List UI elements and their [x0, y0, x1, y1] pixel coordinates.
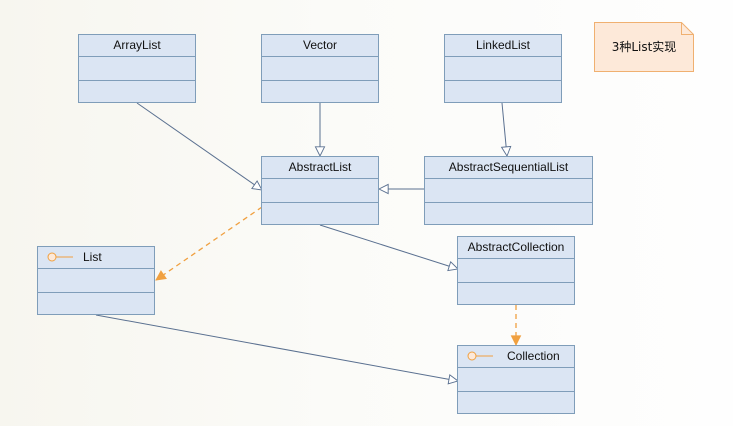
- operations-compartment: [38, 293, 154, 316]
- abstractlist-to-list-realization: [156, 206, 263, 280]
- class-name: Vector: [262, 35, 378, 57]
- class-abstractsequentiallist[interactable]: AbstractSequentialList: [424, 156, 593, 225]
- linkedlist-to-abstractsequentiallist-generalization: [502, 102, 507, 156]
- attributes-compartment: [38, 269, 154, 293]
- attributes-compartment: [425, 179, 592, 203]
- class-vector[interactable]: Vector: [261, 34, 379, 103]
- abstractlist-to-abstractcollection-generalization: [319, 224, 458, 269]
- note-shape: [594, 22, 694, 72]
- attributes-compartment: [262, 179, 378, 203]
- list-to-collection-generalization: [95, 314, 458, 381]
- interface-list[interactable]: List: [37, 246, 155, 315]
- class-linkedlist[interactable]: LinkedList: [444, 34, 562, 103]
- class-arraylist[interactable]: ArrayList: [78, 34, 196, 103]
- interface-lollipop-icon: [467, 351, 493, 361]
- class-name: ArrayList: [79, 35, 195, 57]
- operations-compartment: [425, 203, 592, 226]
- class-name: AbstractList: [262, 157, 378, 179]
- operations-compartment: [262, 81, 378, 104]
- operations-compartment: [79, 81, 195, 104]
- class-abstractcollection[interactable]: AbstractCollection: [457, 236, 575, 305]
- class-name: AbstractCollection: [458, 237, 574, 259]
- class-abstractlist[interactable]: AbstractList: [261, 156, 379, 225]
- class-name: LinkedList: [445, 35, 561, 57]
- interface-header: Collection: [458, 346, 574, 368]
- operations-compartment: [262, 203, 378, 226]
- interface-name: Collection: [507, 349, 560, 363]
- note-box[interactable]: 3种List实现: [594, 22, 694, 72]
- operations-compartment: [445, 81, 561, 104]
- attributes-compartment: [262, 57, 378, 81]
- interface-lollipop-icon: [47, 252, 73, 262]
- attributes-compartment: [458, 259, 574, 283]
- attributes-compartment: [445, 57, 561, 81]
- attributes-compartment: [79, 57, 195, 81]
- interface-collection[interactable]: Collection: [457, 345, 575, 414]
- note-text: 3种List实现: [611, 40, 677, 54]
- operations-compartment: [458, 283, 574, 306]
- operations-compartment: [458, 392, 574, 415]
- attributes-compartment: [458, 368, 574, 392]
- class-name: AbstractSequentialList: [425, 157, 592, 179]
- interface-header: List: [38, 247, 154, 269]
- arraylist-to-abstractlist-generalization: [136, 102, 262, 190]
- interface-name: List: [83, 250, 102, 264]
